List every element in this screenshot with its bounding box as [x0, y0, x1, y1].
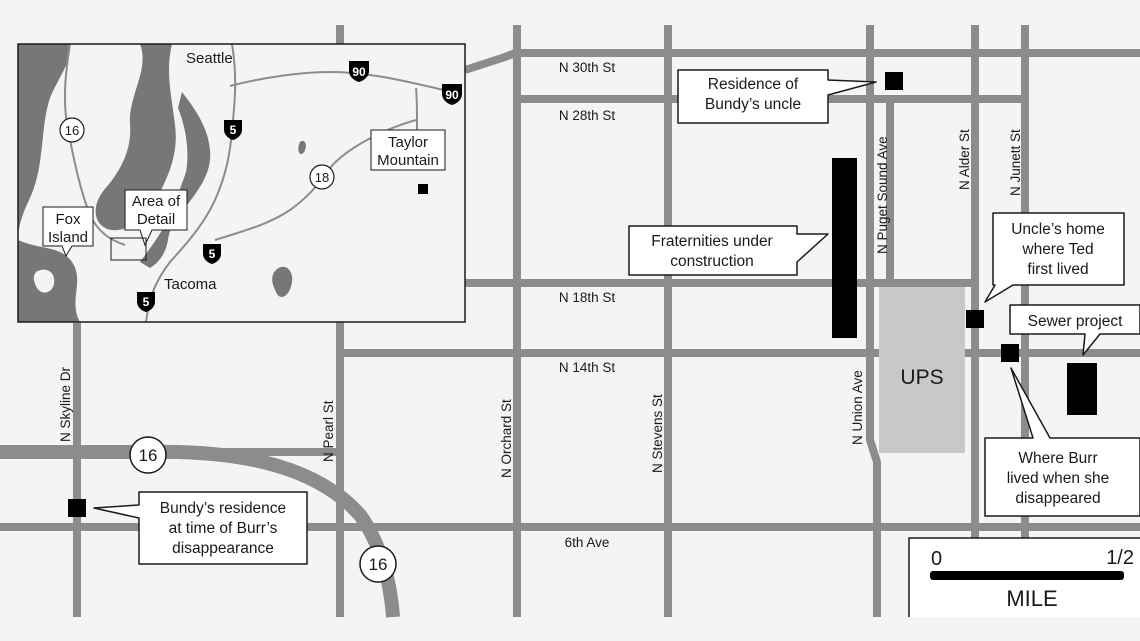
inset-shield-sr18-label: 18 [315, 170, 329, 185]
inset-shield-i5-c-label: 5 [143, 295, 150, 309]
inset-callout-area-line2: Detail [137, 211, 175, 228]
inset-water-west [18, 44, 71, 240]
inset-shield-i90-a-label: 90 [352, 65, 366, 79]
inset-water-north [39, 61, 55, 78]
inset-shield-i90-b-label: 90 [445, 88, 459, 102]
callout-uncle-home-line2: where Ted [1021, 241, 1093, 258]
inset-water-basin [140, 92, 211, 268]
label-n-30th-st: N 30th St [559, 60, 616, 75]
route-shield-16-upper: 16 [129, 436, 167, 474]
inset-shield-i5-b: 5 [203, 244, 221, 264]
inset-road-i90 [229, 70, 453, 93]
inset-shield-i5-a: 5 [224, 120, 242, 140]
callout-bundy-line3: disappearance [172, 540, 274, 557]
scale-bar: 0 1/2 MILE [908, 537, 1140, 617]
inset-callout-fox: Fox Island [42, 206, 94, 258]
street-labels: N 30th St N 28th St N 18th St N 14th St … [58, 60, 1023, 550]
label-n-puget-sound-ave: N Puget Sound Ave [875, 136, 890, 254]
callout-burr-home: Where Burr lived when she disappeared [984, 367, 1140, 517]
callout-uncle-residence-line2: Bundy’s uncle [705, 96, 801, 113]
callout-bundy-residence: Bundy’s residence at time of Burr’s disa… [93, 491, 308, 565]
callout-bundy-line1: Bundy’s residence [160, 500, 286, 517]
inset-label-tacoma: Tacoma [164, 276, 217, 293]
road-n-union-ave [866, 25, 881, 617]
inset-callout-taylor-line1: Taylor [388, 134, 428, 151]
inset-island [33, 269, 55, 293]
inset-lake [298, 140, 306, 155]
inset-shield-sr16: 16 [59, 117, 85, 143]
fraternities-bar [832, 158, 857, 338]
label-n-28th-st: N 28th St [559, 108, 616, 123]
label-n-14th-st: N 14th St [559, 360, 616, 375]
label-n-skyline-dr: N Skyline Dr [58, 366, 73, 442]
inset-shield-i5-c: 5 [137, 292, 155, 312]
callout-uncle-home-line3: first lived [1027, 261, 1088, 278]
inset-shield-i90-a: 90 [349, 61, 369, 82]
sewer-project-bar [1067, 363, 1097, 415]
inset-callout-taylor: Taylor Mountain [370, 129, 446, 194]
scale-start: 0 [931, 548, 942, 570]
inset-shield-sr18: 18 [309, 164, 335, 190]
route-shield-16-upper-label: 16 [139, 446, 158, 465]
inset-callout-area: Area of Detail [110, 189, 188, 261]
callout-uncle-residence-line1: Residence of [708, 76, 799, 93]
inset-shield-i5-b-label: 5 [209, 247, 216, 261]
inset-frame [17, 43, 466, 323]
label-n-18th-st: N 18th St [559, 290, 616, 305]
label-n-pearl-st: N Pearl St [321, 400, 336, 462]
marker-uncle-home [966, 310, 984, 328]
inset-callout-taylor-line2: Mountain [377, 152, 439, 169]
ups-campus [879, 287, 965, 453]
ups-label: UPS [900, 366, 943, 389]
label-n-stevens-st: N Stevens St [650, 394, 665, 473]
marker-bundy-residence [68, 499, 86, 517]
marker-burr-home [1001, 344, 1019, 362]
inset-water-channel [95, 44, 176, 231]
label-6th-ave: 6th Ave [565, 535, 610, 550]
callout-fraternities-line2: construction [670, 253, 754, 270]
inset-marker-taylor [418, 184, 428, 194]
scale-bar-line [930, 571, 1124, 580]
inset-shield-i90-b: 90 [442, 84, 462, 105]
inset-road-sr16 [63, 44, 126, 246]
route-shield-16-lower-label: 16 [369, 555, 388, 574]
inset-callout-fox-line2: Island [48, 229, 88, 246]
marker-uncle-residence [885, 72, 903, 90]
scale-unit: MILE [1006, 586, 1057, 611]
label-n-union-ave: N Union Ave [850, 370, 865, 445]
route-shield-16-lower: 16 [359, 545, 397, 583]
scale-end: 1/2 [1106, 547, 1134, 569]
callout-fraternities-line1: Fraternities under [651, 233, 772, 250]
callout-sewer-project-line1: Sewer project [1028, 313, 1123, 330]
label-n-junett-st: N Junett St [1008, 129, 1023, 196]
inset-callout-fox-line1: Fox [55, 211, 81, 228]
inset-shield-i5-a-label: 5 [230, 123, 237, 137]
inset-road-i5 [145, 44, 237, 322]
inset-callout-area-line1: Area of [132, 193, 181, 210]
inset-area-of-detail-box [110, 237, 147, 261]
label-n-alder-st: N Alder St [957, 129, 972, 190]
label-n-orchard-st: N Orchard St [499, 399, 514, 478]
callout-burr-home-line2: lived when she [1007, 470, 1110, 487]
callout-fraternities: Fraternities under construction [628, 225, 829, 276]
callout-bundy-line2: at time of Burr’s [169, 520, 278, 537]
inset-label-seattle: Seattle [186, 50, 233, 67]
road-n-30th-st-west [463, 49, 517, 74]
callout-uncle-residence: Residence of Bundy’s uncle [677, 69, 877, 124]
callout-burr-home-line1: Where Burr [1018, 450, 1097, 467]
callout-sewer-project: Sewer project [1009, 304, 1140, 356]
callout-burr-home-line3: disappeared [1015, 490, 1100, 507]
inset-shield-sr16-label: 16 [65, 123, 79, 138]
inset-map: 90 90 5 5 5 16 [17, 43, 466, 323]
callout-uncle-home-line1: Uncle’s home [1011, 221, 1105, 238]
inset-lake-2 [272, 266, 293, 297]
callout-uncle-home: Uncle’s home where Ted first lived [984, 212, 1125, 303]
